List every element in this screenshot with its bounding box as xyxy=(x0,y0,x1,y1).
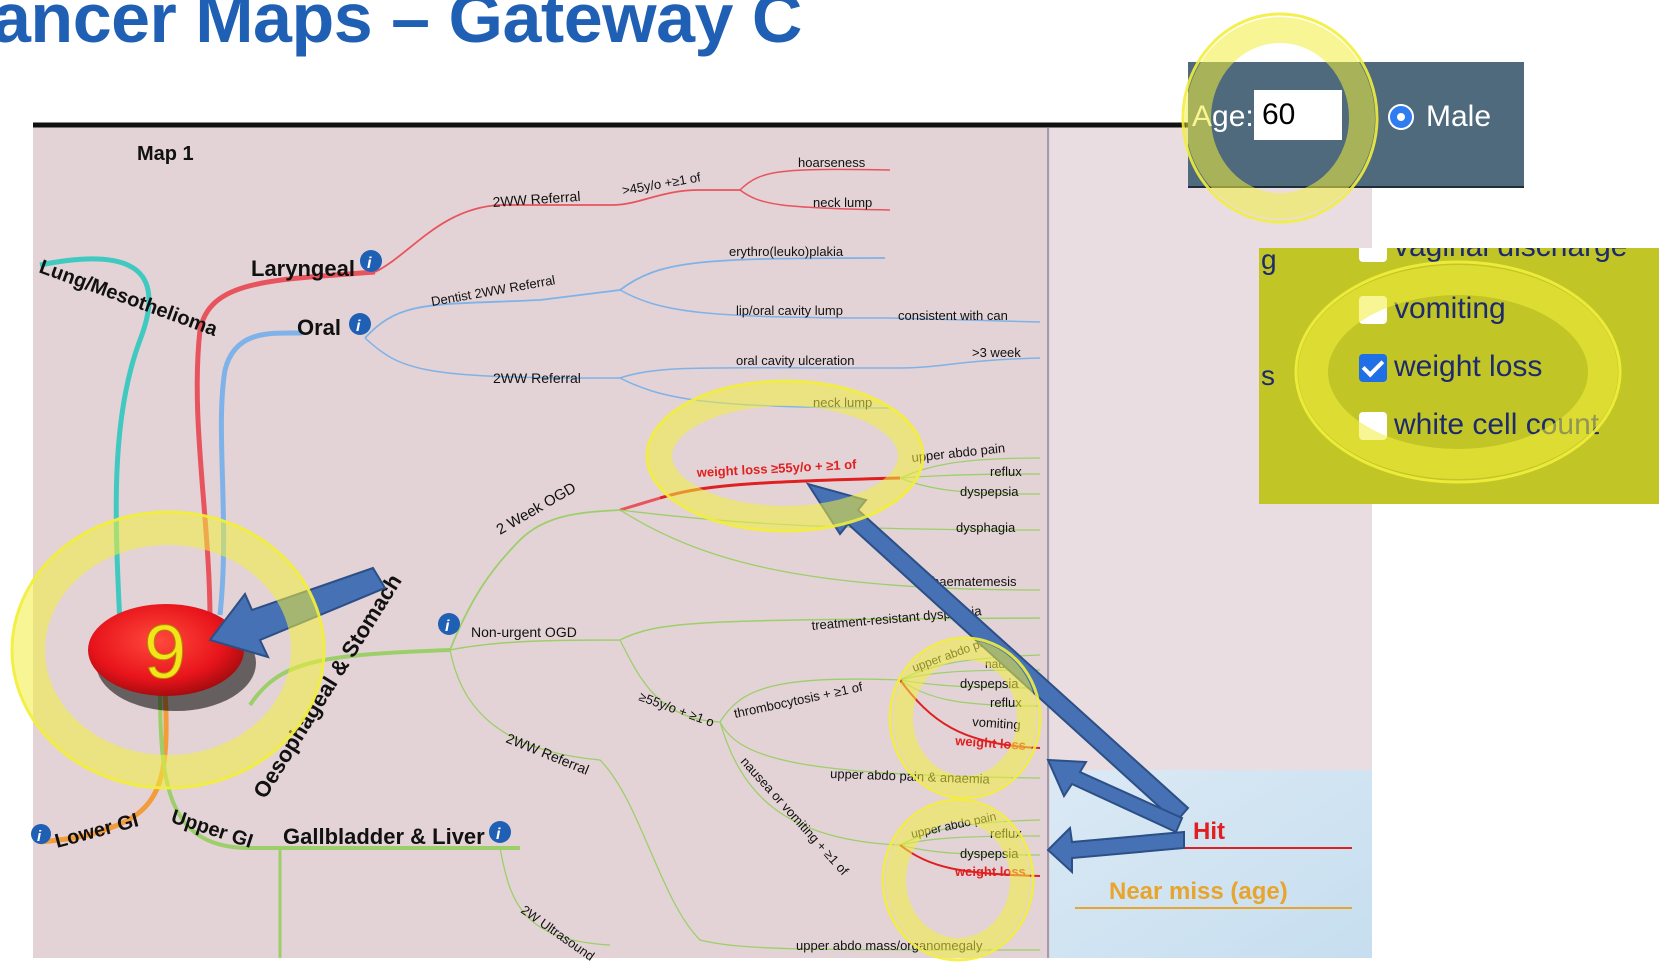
vomiting-label: vomiting xyxy=(972,714,1021,732)
upper-gi-branch xyxy=(158,689,520,850)
count-badge-number: 9 xyxy=(144,610,186,695)
checkbox-vaginal-discharge[interactable] xyxy=(1359,248,1387,262)
oral-info-icon[interactable]: i xyxy=(349,313,371,335)
three-week-label: >3 week xyxy=(972,345,1021,360)
legend-near-miss-label: Near miss (age) xyxy=(1109,878,1288,905)
weight-loss-label: weight loss xyxy=(954,733,1027,753)
haematemesis-label: haematemesis xyxy=(932,574,1017,589)
symptom-label: vomiting xyxy=(1394,292,1506,325)
weight-loss-label-2: weight loss xyxy=(954,864,1026,879)
age-sex-panel: Age: Male xyxy=(1188,62,1524,188)
dyspepsia-label: dyspepsia xyxy=(960,484,1019,499)
gallbladder-info-icon[interactable]: i xyxy=(489,821,511,843)
svg-text:i: i xyxy=(37,828,42,845)
badge-highlight-ring xyxy=(11,511,325,789)
stomach-info-icon[interactable]: i xyxy=(438,613,460,635)
lower-gi-info-icon[interactable]: i xyxy=(31,824,51,845)
male-radio[interactable] xyxy=(1388,104,1414,130)
neck-lump-label: neck lump xyxy=(813,195,872,210)
laryngeal-2ww-referral: 2WW Referral xyxy=(492,188,581,210)
reflux-label: reflux xyxy=(990,464,1022,479)
page-title: ancer Maps – Gateway C xyxy=(0,0,802,57)
arrow-to-weight-loss-2-icon xyxy=(1046,825,1185,875)
checkbox-vomiting[interactable] xyxy=(1359,296,1387,324)
age-input[interactable] xyxy=(1254,90,1342,140)
clipped-text-left-1: g xyxy=(1261,248,1277,275)
consistent-label: consistent with can xyxy=(898,308,1008,323)
symptom-row-vomiting[interactable]: vomiting xyxy=(1259,292,1659,332)
weight-loss-2-highlight xyxy=(886,802,1030,958)
checkbox-white-cell-count[interactable] xyxy=(1359,412,1387,440)
weight-loss-55-highlight xyxy=(648,382,922,530)
gallbladder-liver-node-label[interactable]: Gallbladder & Liver xyxy=(283,824,485,849)
lower-gi-branch xyxy=(39,689,169,845)
clipped-text-left-2: s xyxy=(1261,360,1275,391)
symptom-checklist: g s vaginal discharge vomiting weight lo… xyxy=(1259,248,1659,504)
symptom-row-white-cell-count[interactable]: white cell count xyxy=(1259,408,1659,448)
weight-loss-highlight xyxy=(893,640,1037,796)
age-label: Age: xyxy=(1192,100,1254,133)
oral-node-label[interactable]: Oral xyxy=(297,315,341,340)
lip-lump-label: lip/oral cavity lump xyxy=(736,303,843,318)
symptom-label: white cell count xyxy=(1394,408,1600,441)
dysphagia-label: dysphagia xyxy=(956,520,1016,535)
svg-text:i: i xyxy=(367,255,372,272)
reflux-label-2: reflux xyxy=(990,695,1022,710)
laryngeal-node-label[interactable]: Laryngeal xyxy=(251,256,355,281)
erythroplakia-label: erythro(leuko)plakia xyxy=(729,244,844,259)
svg-text:i: i xyxy=(445,618,450,635)
checkbox-weight-loss[interactable] xyxy=(1359,354,1387,382)
oral-2ww-referral: 2WW Referral xyxy=(493,370,581,386)
nonurgent-ogd-label: Non-urgent OGD xyxy=(471,624,577,640)
symptom-row-weight-loss[interactable]: weight loss xyxy=(1259,350,1659,390)
male-label: Male xyxy=(1426,100,1492,133)
legend-hit-label: Hit xyxy=(1193,818,1225,845)
hoarseness-label: hoarseness xyxy=(798,155,866,170)
count-badge xyxy=(88,604,244,696)
ulceration-label: oral cavity ulceration xyxy=(736,353,855,368)
symptom-row-vaginal-discharge[interactable]: vaginal discharge xyxy=(1259,248,1659,270)
symptom-label: weight loss xyxy=(1394,350,1543,383)
svg-text:i: i xyxy=(496,826,501,843)
laryngeal-info-icon[interactable]: i xyxy=(360,250,382,272)
legend-area xyxy=(1050,770,1372,958)
map-label: Map 1 xyxy=(137,143,194,165)
arrow-to-weight-loss-icon xyxy=(1046,758,1184,834)
svg-text:i: i xyxy=(356,318,361,335)
symptom-label: vaginal discharge xyxy=(1394,248,1627,264)
